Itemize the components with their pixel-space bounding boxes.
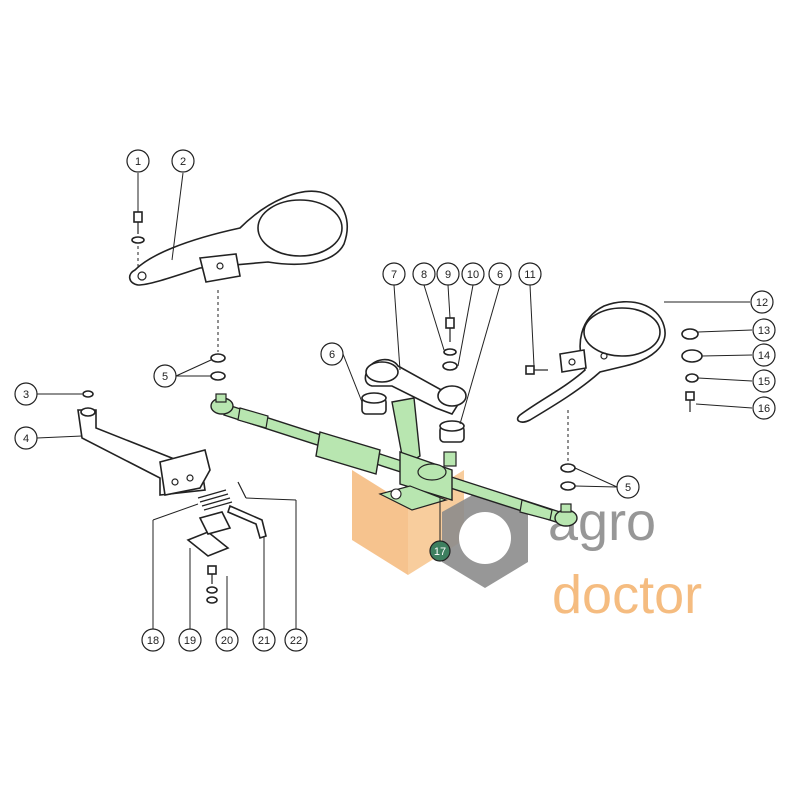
watermark-chevron-left [352,470,408,575]
callout-13: 13 [752,318,776,342]
leader-lines [36,172,753,629]
callout-3: 3 [14,382,38,406]
svg-text:6: 6 [329,349,335,361]
callout-5-right: 5 [616,475,640,499]
callout-19: 19 [178,628,202,652]
svg-text:5: 5 [162,371,168,383]
svg-text:17: 17 [434,546,446,558]
callout-22: 22 [284,628,308,652]
svg-text:16: 16 [758,403,770,415]
svg-text:22: 22 [290,635,302,647]
svg-text:9: 9 [445,269,451,281]
svg-text:7: 7 [391,269,397,281]
callout-8: 8 [412,262,436,286]
svg-text:4: 4 [23,433,29,445]
callout-10: 10 [461,262,485,286]
svg-text:6: 6 [497,269,503,281]
callout-6-right: 6 [488,262,512,286]
callout-2: 2 [171,149,195,173]
callout-1: 1 [126,149,150,173]
hardware-13-16 [681,328,703,412]
callout-17: 17 [429,540,451,562]
washer-set-right [560,410,576,491]
svg-text:5: 5 [625,482,631,494]
watermark-hex-hole [459,512,511,564]
callout-5-left: 5 [153,364,177,388]
svg-text:21: 21 [258,635,270,647]
part-bracket-plate-left [77,390,211,496]
callout-6-left: 6 [320,342,344,366]
svg-text:14: 14 [758,350,770,362]
svg-text:8: 8 [421,269,427,281]
callout-14: 14 [752,343,776,367]
callout-16: 16 [752,396,776,420]
callout-18: 18 [141,628,165,652]
callout-20: 20 [215,628,239,652]
svg-text:15: 15 [758,376,770,388]
svg-text:20: 20 [221,635,233,647]
svg-text:11: 11 [524,269,535,281]
tie-rod-assembly [210,393,578,527]
svg-text:19: 19 [184,635,196,647]
callouts: 1 2 3 4 5 5 6 6 7 8 9 10 11 12 13 14 15 … [14,149,776,652]
svg-text:12: 12 [756,297,768,309]
callout-4: 4 [14,426,38,450]
washer-set-left [210,290,226,381]
svg-text:3: 3 [23,389,29,401]
callout-21: 21 [252,628,276,652]
callout-15: 15 [752,369,776,393]
callout-12: 12 [750,290,774,314]
svg-text:10: 10 [467,269,479,281]
callout-9: 9 [436,262,460,286]
svg-text:18: 18 [147,635,159,647]
callout-11: 11 [518,262,542,286]
svg-text:13: 13 [758,325,770,337]
svg-text:2: 2 [180,156,186,168]
callout-7: 7 [382,262,406,286]
bolt-part-1 [131,211,145,268]
hardware-18-22 [186,481,267,604]
svg-text:1: 1 [135,156,141,168]
watermark-text-doctor: doctor [552,565,702,625]
part-lever-arm [361,317,467,443]
part-bracket-arm-left [128,190,348,286]
part-bracket-arm-right [516,301,666,423]
